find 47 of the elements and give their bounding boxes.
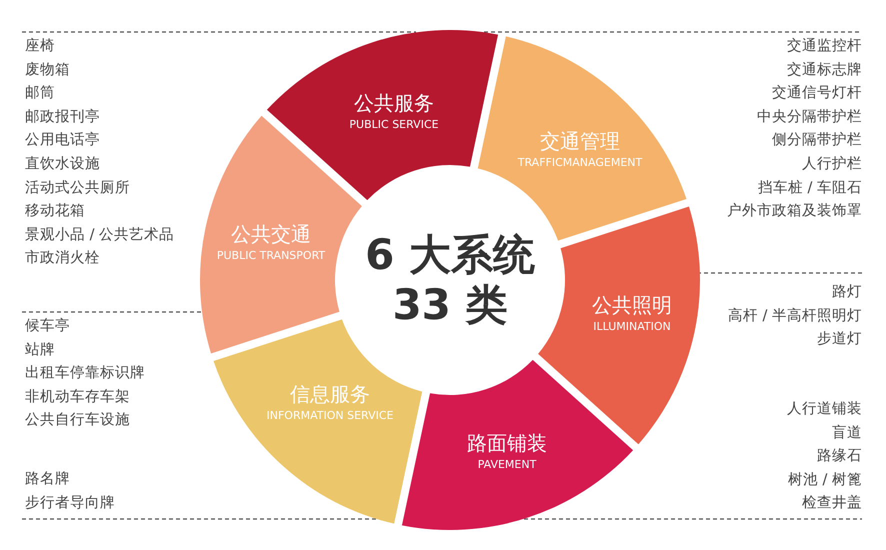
item-label: 中央分隔带护栏	[757, 108, 862, 126]
segment-subtitle: PAVEMENT	[478, 458, 536, 472]
item-label: 公用电话亭	[25, 132, 100, 150]
center-heading: 33 类	[392, 282, 508, 328]
item-label: 直饮水设施	[25, 156, 100, 174]
item-label: 公共自行车设施	[25, 412, 130, 430]
segment-title: 公共交通	[231, 223, 311, 245]
item-label: 步道灯	[817, 331, 862, 349]
item-label: 活动式公共厕所	[25, 180, 130, 197]
item-label: 移动花箱	[25, 203, 85, 221]
item-label: 候车亭	[25, 318, 70, 336]
segment-subtitle: TRAFFICMANAGEMENT	[518, 156, 642, 170]
item-label: 路灯	[832, 284, 862, 302]
segment-title: 公共服务	[354, 92, 434, 114]
segment-subtitle: INFORMATION SERVICE	[266, 410, 394, 422]
item-label: 挡车桩 / 车阻石	[758, 180, 862, 197]
item-label: 路名牌	[25, 471, 70, 488]
item-label: 邮筒	[25, 85, 55, 103]
item-label: 交通标志牌	[787, 62, 862, 79]
segment-title: 信息服务	[290, 383, 370, 405]
item-label: 树池 / 树篦	[788, 472, 862, 490]
item-label: 废物箱	[25, 62, 70, 79]
item-label: 路缘石	[817, 448, 862, 466]
item-label: 出租车停靠标识牌	[25, 365, 145, 383]
segment-subtitle: PUBLIC TRANSPORT	[216, 250, 326, 262]
item-label: 市政消火栓	[25, 250, 100, 268]
segment-subtitle: PUBLIC SERVICE	[349, 118, 439, 132]
item-label: 邮政报刊亭	[25, 108, 100, 126]
segment-subtitle: ILLUMINATION	[593, 320, 671, 334]
item-label: 非机动车存车架	[25, 388, 130, 406]
item-label: 侧分隔带护栏	[772, 132, 862, 150]
segment-title: 交通管理	[540, 130, 620, 152]
item-label: 景观小品 / 公共艺术品	[25, 226, 174, 244]
item-label: 检查井盖	[802, 495, 862, 513]
segment-title: 路面铺装	[467, 432, 547, 454]
item-label: 人行道铺装	[787, 401, 862, 418]
segment-title: 公共照明	[592, 294, 672, 316]
item-label: 步行者导向牌	[25, 494, 115, 512]
item-label: 站牌	[25, 342, 55, 359]
item-label: 交通信号灯杆	[772, 85, 862, 103]
item-label: 人行护栏	[802, 156, 862, 174]
item-label: 户外市政箱及装饰罩	[727, 203, 862, 221]
item-label: 盲道	[832, 424, 862, 442]
item-label: 交通监控杆	[787, 38, 862, 56]
item-label: 高杆 / 半高杆照明灯	[728, 308, 862, 325]
item-label: 座椅	[25, 38, 55, 56]
center-heading: 6 大系统	[365, 232, 535, 278]
